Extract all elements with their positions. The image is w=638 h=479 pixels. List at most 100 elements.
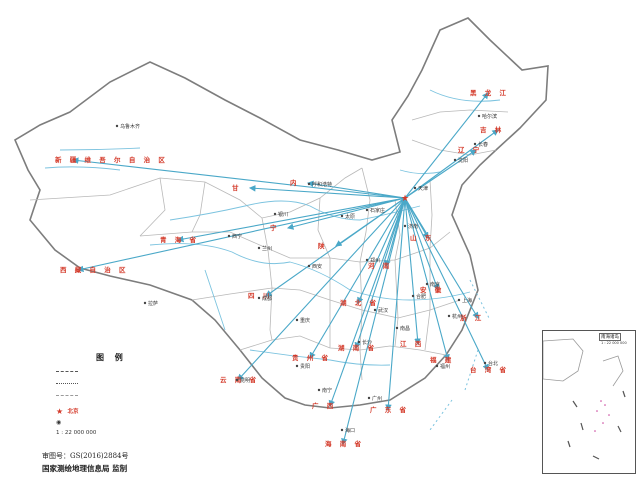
city-label: 成都 bbox=[262, 295, 272, 302]
region-label-guizhou: 贵 州 省 bbox=[292, 353, 331, 362]
city-changsha: 长沙 bbox=[357, 339, 372, 346]
region-label-qinghai: 青 海 省 bbox=[160, 235, 199, 244]
city-jinan: 济南 bbox=[403, 223, 418, 230]
city-changchun: 长春 bbox=[473, 141, 488, 148]
city-label: 乌鲁木齐 bbox=[120, 123, 140, 130]
city-haerbin: 哈尔滨 bbox=[477, 113, 497, 120]
city-label: 上海 bbox=[462, 297, 472, 304]
city-label: 南京 bbox=[430, 281, 440, 288]
city-wuhan: 武汉 bbox=[373, 307, 388, 314]
flow-arrows: ★ bbox=[71, 92, 499, 446]
city-label: 石家庄 bbox=[370, 207, 385, 214]
city-dot-icon bbox=[307, 182, 311, 186]
city-dot-icon bbox=[435, 364, 439, 368]
city-label: 杭州 bbox=[452, 313, 462, 320]
city-label: 郑州 bbox=[370, 257, 380, 264]
city-xining: 西宁 bbox=[227, 233, 242, 240]
city-shenyang: 沈阳 bbox=[453, 157, 468, 164]
city-dot-icon bbox=[411, 294, 415, 298]
approval-number: 审图号：GS(2016)2884号 bbox=[42, 452, 129, 460]
city-dot-icon bbox=[357, 340, 361, 344]
city-dot-icon bbox=[477, 114, 481, 118]
region-label-liaoning: 辽 宁 bbox=[458, 145, 482, 154]
arrow-to-guangdong bbox=[385, 197, 406, 412]
arrow-to-jiangxi bbox=[404, 197, 421, 346]
arrow-to-gansu bbox=[248, 185, 406, 199]
city-label: 长沙 bbox=[362, 339, 372, 346]
city-label: 海口 bbox=[345, 427, 355, 434]
city-taiyuan: 太原 bbox=[340, 213, 355, 220]
arrow-to-qinghai bbox=[176, 197, 406, 243]
city-nanjing: 南京 bbox=[425, 281, 440, 288]
city-fuzhou: 福州 bbox=[435, 363, 450, 370]
city-label: 广州 bbox=[372, 395, 382, 402]
city-label: 贵阳 bbox=[300, 363, 310, 370]
region-label-jiangxi: 江 西 bbox=[400, 339, 424, 348]
city-lanzhou: 兰州 bbox=[257, 245, 272, 252]
arrow-to-guizhou bbox=[309, 197, 406, 359]
city-zhengzhou: 郑州 bbox=[365, 257, 380, 264]
arrow-to-xinjiang bbox=[71, 157, 406, 199]
city-hohhot: 呼和浩特 bbox=[307, 181, 332, 188]
city-dot-icon bbox=[457, 298, 461, 302]
city-label: 长春 bbox=[478, 141, 488, 148]
arrow-to-hubei bbox=[357, 197, 406, 305]
city-dot-icon bbox=[295, 318, 299, 322]
arrow-to-hainan bbox=[341, 197, 406, 446]
city-dot-icon bbox=[403, 224, 407, 228]
region-label-shandong: 山 东 bbox=[410, 233, 434, 242]
city-guiyang: 贵阳 bbox=[295, 363, 310, 370]
arrow-to-fujian bbox=[404, 197, 450, 362]
city-dot-icon bbox=[365, 208, 369, 212]
region-label-sichuan: 四 川 bbox=[248, 292, 272, 300]
city-label: 沈阳 bbox=[458, 157, 468, 164]
legend-row-boundary bbox=[56, 382, 78, 387]
city-label: 南昌 bbox=[400, 325, 410, 332]
city-nanning: 南宁 bbox=[317, 387, 332, 394]
city-dot-icon bbox=[317, 388, 321, 392]
arrow-to-xizang bbox=[76, 197, 406, 273]
legend-title: 图 例 bbox=[96, 353, 127, 362]
region-label-hubei: 湖 北 省 bbox=[340, 298, 379, 307]
city-label: 台北 bbox=[488, 360, 498, 367]
city-hefei: 合肥 bbox=[411, 293, 426, 300]
city-shanghai: 上海 bbox=[457, 297, 472, 304]
city-label: 济南 bbox=[408, 223, 418, 230]
special-line-icon bbox=[56, 395, 78, 396]
city-shijiazhuang: 石家庄 bbox=[365, 207, 385, 214]
city-label: 昆明 bbox=[240, 378, 250, 384]
arrow-to-zhejiang bbox=[404, 197, 479, 319]
capital-star-icon: ★ bbox=[56, 407, 64, 416]
city-label: 兰州 bbox=[262, 245, 272, 252]
publisher-text: 国家测绘地理信息局 监制 bbox=[42, 464, 128, 473]
city-dot-icon bbox=[257, 296, 261, 300]
region-label-gansu: 甘 bbox=[232, 183, 242, 192]
inset-title: 南海诸岛 bbox=[599, 333, 621, 341]
border-line-icon bbox=[56, 371, 78, 372]
legend: 图 例 ★ 北京 ◉ 1 : 22 000 000 bbox=[56, 352, 172, 444]
city-dot-icon bbox=[340, 214, 344, 218]
city-dot-icon bbox=[340, 428, 344, 432]
city-dot-icon bbox=[143, 301, 147, 305]
region-label-guangxi: 广 西 bbox=[312, 401, 336, 410]
legend-capital-label: 北京 bbox=[67, 409, 79, 415]
beijing-star-icon: ★ bbox=[401, 194, 409, 204]
city-label: 福州 bbox=[440, 363, 450, 370]
city-dot-icon bbox=[235, 378, 239, 382]
city-dot-icon bbox=[273, 212, 277, 216]
city-chongqing: 重庆 bbox=[295, 317, 310, 324]
arrow-to-taiwan bbox=[404, 197, 489, 371]
city-labels: 乌鲁木齐拉萨哈尔滨长春沈阳呼和浩特西宁兰州西安成都重庆贵阳昆明南宁广州海口福州杭… bbox=[115, 113, 498, 434]
region-label-zhejiang: 浙 江 bbox=[460, 313, 484, 322]
arrow-to-hunan bbox=[354, 197, 406, 350]
rivers bbox=[44, 89, 501, 366]
region-label-hunan: 湖 南 省 bbox=[338, 343, 377, 352]
city-chengdu: 成都 bbox=[257, 295, 272, 302]
arrow-to-shaanxi bbox=[335, 197, 406, 247]
city-label: 西宁 bbox=[232, 233, 242, 240]
region-label-shaanxi: 陕 bbox=[318, 241, 328, 250]
arrow-to-ningxia bbox=[286, 197, 406, 230]
region-label-xinjiang: 新 疆 维 吾 尔 自 治 区 bbox=[55, 155, 168, 164]
